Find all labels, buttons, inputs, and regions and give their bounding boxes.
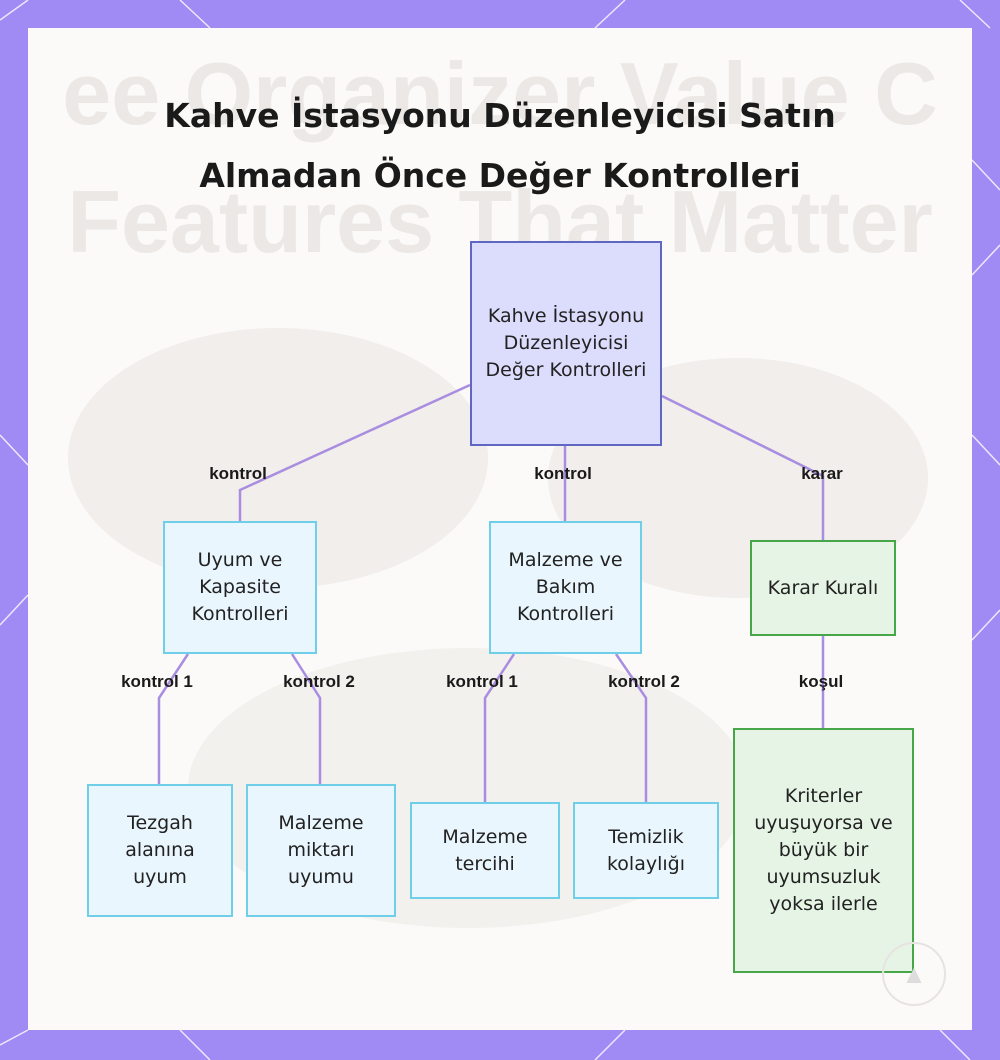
edge-root-fit <box>238 383 471 521</box>
diagram-title: Kahve İstasyonu Düzenleyicisi Satın Alma… <box>28 86 972 206</box>
title-line-2: Almadan Önce Değer Kontrolleri <box>199 156 801 195</box>
edge-fit-quantity <box>290 653 322 784</box>
node-decision-rule: Karar Kuralı <box>750 540 896 636</box>
edge-label-material-cleaning: kontrol 2 <box>608 672 680 691</box>
background-watermark-line-1: ee Organizer Value C <box>62 44 938 143</box>
edge-material-cleaning <box>614 653 648 802</box>
node-cleaning-ease: Temizlik kolaylığı <box>573 802 719 899</box>
edge-root-decision <box>661 394 825 540</box>
title-line-1: Kahve İstasyonu Düzenleyicisi Satın <box>164 96 836 135</box>
edge-label-fit-counter: kontrol 1 <box>121 672 193 691</box>
diagram-card: ee Organizer Value C Features That Matte… <box>28 28 972 1030</box>
node-root: Kahve İstasyonu Düzenleyicisi Değer Kont… <box>470 241 662 446</box>
node-counter-fit: Tezgah alanına uyum <box>87 784 233 917</box>
node-material-quantity: Malzeme miktarı uyumu <box>246 784 396 917</box>
edge-label-root-decision: karar <box>801 464 843 483</box>
edge-label-root-material: kontrol <box>534 464 592 483</box>
edge-label-decision-criteria: koşul <box>798 672 844 691</box>
connector-lines <box>157 383 825 802</box>
brand-logo-icon: ▲ <box>882 942 946 1006</box>
edge-label-root-fit: kontrol <box>209 464 267 483</box>
node-material-maintenance: Malzeme ve Bakım Kontrolleri <box>489 521 642 654</box>
node-material-preference: Malzeme tercihi <box>410 802 560 899</box>
edge-fit-counter <box>157 653 190 784</box>
node-criteria: Kriterler uyuşuyorsa ve büyük bir uyumsu… <box>733 728 914 973</box>
edge-label-fit-quantity: kontrol 2 <box>283 672 355 691</box>
edge-material-preference <box>483 653 516 802</box>
node-fit-capacity: Uyum ve Kapasite Kontrolleri <box>163 521 317 654</box>
edge-label-material-preference: kontrol 1 <box>446 672 518 691</box>
